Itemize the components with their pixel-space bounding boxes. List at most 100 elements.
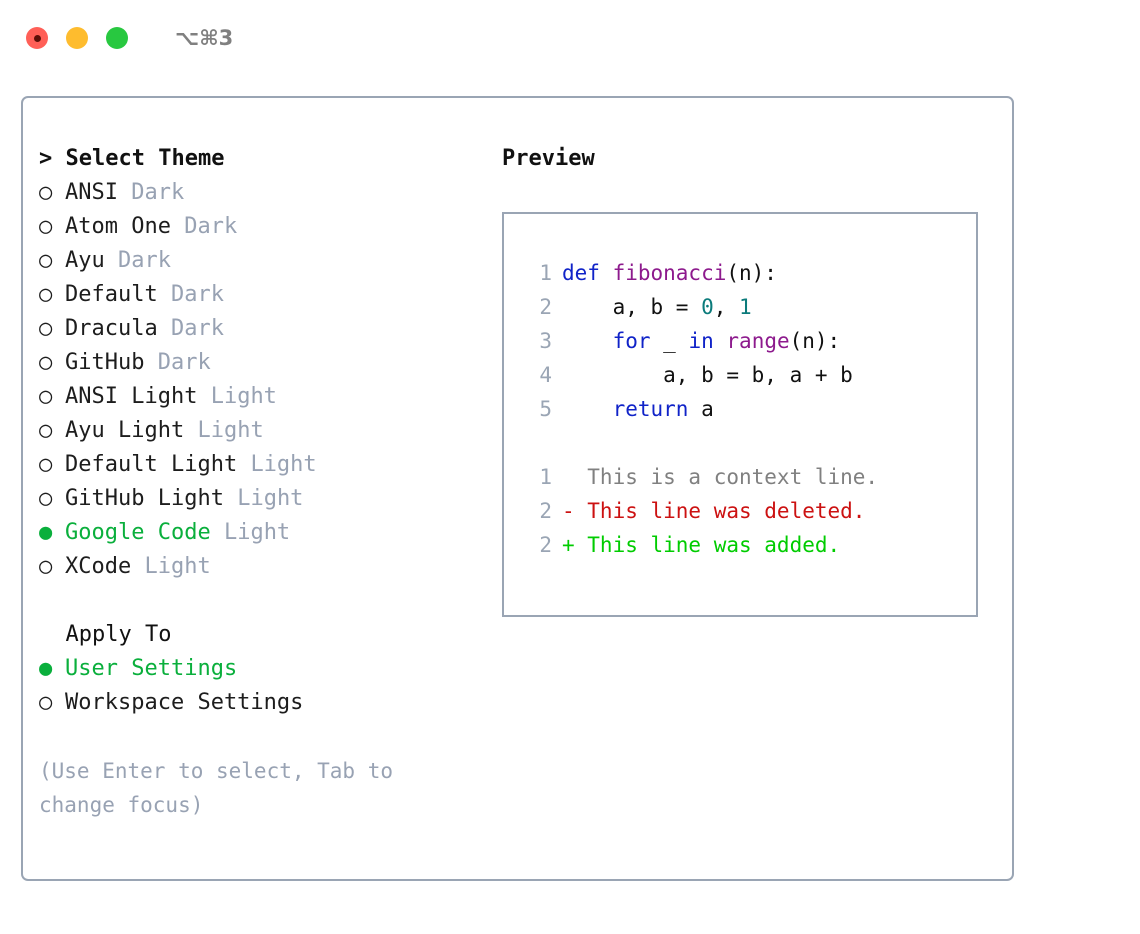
code-token-num: 1 [739,295,752,319]
theme-selector-column: > Select Theme ○ANSI Dark○Atom One Dark○… [39,142,479,822]
theme-option-label: ANSI Light [65,384,198,409]
apply-to-heading: Apply To [39,622,172,647]
line-number: 3 [539,329,552,353]
code-line: 2 a, b = 0, 1 [524,290,976,324]
theme-option-tag: Light [144,554,211,579]
radio-unselected-icon: ○ [39,350,53,375]
apply-option-workspace-settings[interactable]: ○ Workspace Settings [39,686,479,720]
code-token-fn: range [726,329,790,353]
diff-line-add: 2+ This line was added. [524,528,976,562]
diff-line-del: 2- This line was deleted. [524,494,976,528]
theme-option-label: Atom One [65,214,171,239]
theme-option-ayu[interactable]: ○ Ayu Dark [39,244,479,278]
diff-line-text: + This line was added. [562,533,841,557]
theme-option-label: XCode [65,554,132,579]
theme-option-tag: Light [237,486,304,511]
preview-heading: Preview [502,146,595,171]
theme-option-github-light[interactable]: ○ GitHub Light Light [39,482,479,516]
theme-option-label: Google Code [65,520,211,545]
theme-option-tag: Light [250,452,317,477]
theme-option-dracula[interactable]: ○Dracula Dark [39,312,479,346]
code-token-plain: (n): [726,261,777,285]
radio-selected-icon: ● [39,520,53,545]
code-token-plain: (n): [789,329,841,353]
theme-option-tag: Dark [131,180,185,205]
radio-unselected-icon: ○ [39,384,53,409]
radio-unselected-icon: ○ [39,248,53,273]
section-spacer [39,584,479,618]
theme-option-xcode[interactable]: ○XCode Light [39,550,479,584]
apply-option-label: Workspace Settings [65,690,304,715]
theme-option-atom-one[interactable]: ○ Atom One Dark [39,210,479,244]
apply-to-list: ● User Settings ○ Workspace Settings [39,652,479,720]
radio-unselected-icon: ○ [39,180,53,205]
maximize-button-icon[interactable] [106,27,128,49]
radio-unselected-icon: ○ [39,452,53,477]
code-token-kw: in [688,329,714,353]
theme-option-label: Ayu Light [65,418,185,443]
keyboard-shortcut-label: ⌥⌘3 [175,26,234,50]
radio-unselected-icon: ○ [39,486,53,511]
apply-option-user-settings[interactable]: ● User Settings [39,652,479,686]
theme-option-label: Dracula [65,316,158,341]
theme-option-default-light[interactable]: ○ Default Light Light [39,448,479,482]
keyboard-hint-text: (Use Enter to select, Tab to change focu… [39,759,394,817]
theme-option-ansi-light[interactable]: ○ ANSI Light Light [39,380,479,414]
select-theme-heading-label: Select Theme [65,146,225,171]
line-number: 2 [539,499,552,523]
code-token-plain: a, b = b, a + b [562,363,853,387]
theme-option-label: ANSI [65,180,118,205]
close-button-icon[interactable] [26,27,48,49]
code-token-plain: a [688,397,714,421]
title-bar: ⌥⌘3 [0,0,1140,76]
radio-unselected-icon: ○ [39,214,53,239]
theme-option-tag: Dark [157,350,211,375]
heading-prefix-caret: > [39,146,66,171]
main-panel: > Select Theme ○ANSI Dark○Atom One Dark○… [21,96,1014,881]
code-token-fn: fibonacci [612,261,727,285]
code-token-kw: def [562,261,613,285]
code-line: 5 return a [524,392,976,426]
theme-option-label: GitHub [65,350,145,375]
theme-option-label: GitHub Light [65,486,224,511]
apply-option-label: User Settings [65,656,238,681]
code-token-plain: , [713,295,740,319]
theme-option-ayu-light[interactable]: ○Ayu Light Light [39,414,479,448]
theme-option-tag: Dark [170,282,224,307]
theme-option-tag: Light [223,520,291,545]
window-controls [26,27,128,49]
radio-selected-icon: ● [39,656,53,681]
code-line: 3 for _ in range(n): [524,324,976,358]
theme-option-github[interactable]: ○ GitHub Dark [39,346,479,380]
theme-option-ansi[interactable]: ○ ANSI Dark [39,176,479,210]
theme-option-tag: Dark [118,248,171,273]
diff-line-text: This is a context line. [562,465,879,489]
select-theme-heading: > Select Theme [39,142,479,176]
theme-option-label: Default Light [65,452,238,477]
diff-sample: 1 This is a context line.2- This line wa… [524,460,976,562]
radio-unselected-icon: ○ [39,282,53,307]
code-token-plain [562,329,613,353]
radio-unselected-icon: ○ [39,690,53,715]
code-token-num: 0 [701,295,714,319]
minimize-button-icon[interactable] [66,27,88,49]
theme-list: ○ANSI Dark○Atom One Dark○Ayu Dark○Defaul… [39,176,479,584]
theme-option-default[interactable]: ○Default Dark [39,278,479,312]
code-token-plain [562,397,613,421]
theme-option-tag: Dark [184,214,238,239]
theme-option-tag: Light [197,418,264,443]
line-number: 4 [539,363,552,387]
theme-option-label: Ayu [65,248,105,273]
diff-line-ctx: 1 This is a context line. [524,460,976,494]
line-number: 1 [539,465,552,489]
theme-option-tag: Light [210,384,277,409]
code-diff-separator [524,426,976,460]
code-token-plain: a, b = [562,295,702,319]
theme-option-google-code[interactable]: ● Google Code Light [39,516,479,550]
theme-option-tag: Dark [170,316,224,341]
